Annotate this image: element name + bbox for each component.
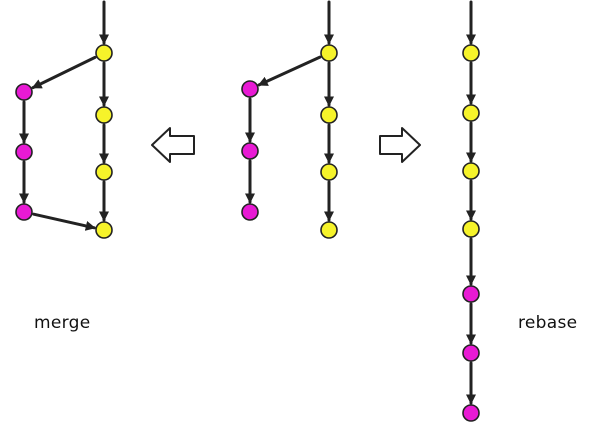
original-branch-fork-arrow <box>257 55 322 87</box>
original-branch-commit <box>241 142 259 160</box>
merge-main-commit <box>95 106 113 124</box>
hollow-arrow-left-icon <box>151 127 195 163</box>
merge-branch-commit <box>15 83 33 101</box>
commit-nodes <box>15 44 480 422</box>
merge-branch-commit <box>15 203 33 221</box>
merge-branch-commit <box>15 143 33 161</box>
merge-main-commit <box>95 44 113 62</box>
merge-branch-fork-arrow <box>31 55 97 90</box>
rebase-label: rebase <box>518 313 578 333</box>
hollow-arrow-right-icon <box>379 127 421 163</box>
merge-main-commit <box>95 221 113 239</box>
original-main-commit <box>320 221 338 239</box>
original-branch-commit <box>241 80 259 98</box>
original-main-commit <box>320 44 338 62</box>
merge-join-arrow <box>32 212 96 231</box>
rebase-main-commit <box>462 104 480 122</box>
rebase-main-commit <box>462 44 480 62</box>
rebase-main-commit <box>462 220 480 238</box>
commit-edges <box>19 0 476 405</box>
merge-main-commit <box>95 163 113 181</box>
rebase-replayed-commit <box>462 344 480 362</box>
original-main-commit <box>320 163 338 181</box>
rebase-replayed-commit <box>462 404 480 422</box>
rebase-replayed-commit <box>462 285 480 303</box>
original-branch-commit <box>241 203 259 221</box>
merge-label: merge <box>34 313 91 333</box>
rebase-main-commit <box>462 162 480 180</box>
original-main-commit <box>320 106 338 124</box>
